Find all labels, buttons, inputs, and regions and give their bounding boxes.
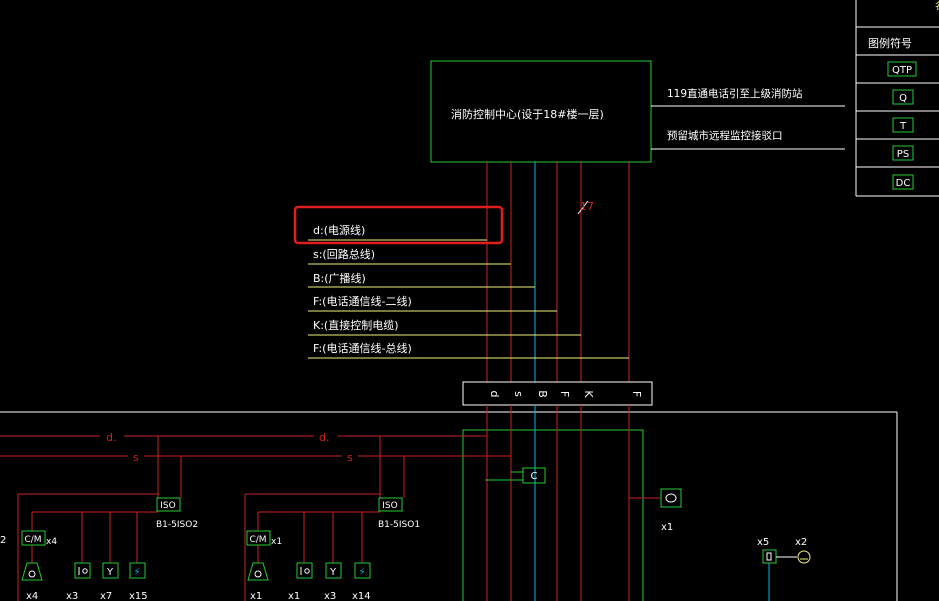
bus-tags: d. s d. s bbox=[100, 430, 358, 464]
cm-module-right bbox=[246, 530, 271, 546]
alarm-count: x2 bbox=[795, 537, 807, 548]
line-label-d: d:(电源线) bbox=[313, 223, 365, 237]
iso-module-left-name: B1-5ISO2 bbox=[156, 520, 198, 530]
trunk-lines bbox=[486, 162, 630, 382]
line-label-b: B:(广播线) bbox=[313, 271, 366, 285]
left-count-heat: x15 bbox=[129, 591, 148, 601]
speaker-icon bbox=[762, 549, 777, 564]
iso-module-right-label: ISO bbox=[382, 501, 397, 511]
left-count-smoke: x7 bbox=[100, 591, 112, 601]
alarm-bell-icon bbox=[797, 550, 811, 564]
right-count-heat: x14 bbox=[352, 591, 371, 601]
speaker-count: x5 bbox=[757, 537, 769, 548]
cm-module-left-count: x4 bbox=[46, 537, 57, 547]
legend-table bbox=[855, 0, 939, 197]
cm-module-right-count: x1 bbox=[271, 537, 282, 547]
control-module-label: C bbox=[531, 471, 538, 482]
right-count-hydrant: x1 bbox=[288, 591, 300, 601]
output-label-remote: 预留城市远程监控接驳口 bbox=[667, 129, 783, 142]
cm-module-left bbox=[21, 530, 46, 546]
line-labels: d:(电源线) s:(回路总线) B:(广播线) F:(电话通信线-二线) K:… bbox=[308, 223, 629, 359]
iso-module-left-label: ISO bbox=[160, 501, 175, 511]
manual-alarm-icon bbox=[21, 562, 43, 581]
right-floor-group: ISO B1-5ISO1 C/M x1 Y ⚡ x1 x1 x3 x14 bbox=[244, 436, 420, 601]
bus-tag-d-right: d. bbox=[319, 431, 329, 444]
right-count-smoke: x3 bbox=[324, 591, 336, 601]
left-partial-count: 2 bbox=[0, 535, 6, 546]
svg-text:Y: Y bbox=[329, 567, 337, 578]
building-frame bbox=[0, 411, 898, 601]
bus-letters: d s B F K F bbox=[488, 390, 643, 398]
phone-jack-count: x1 bbox=[661, 522, 673, 533]
iso-module-right bbox=[378, 497, 403, 512]
svg-text:⚡: ⚡ bbox=[358, 567, 365, 578]
line-label-f1: F:(电话通信线-二线) bbox=[313, 294, 412, 308]
trunk-slash bbox=[577, 200, 589, 215]
bus-letter-b: B bbox=[536, 390, 549, 398]
legend-symbol-ps: PS bbox=[892, 145, 914, 161]
floor-buses bbox=[0, 435, 511, 457]
bus-tag-s-left: s bbox=[133, 451, 139, 464]
hydrant-button-icon bbox=[74, 562, 91, 579]
legend-symbol-dc: DC bbox=[892, 174, 914, 190]
line-label-s: s:(回路总线) bbox=[313, 247, 375, 261]
legend-symbol-q: Q bbox=[892, 89, 914, 105]
legend-symbol-qtp: QTP bbox=[887, 61, 917, 77]
right-count-manual: x1 bbox=[250, 591, 262, 601]
control-center-label: 消防控制中心(设于18#楼一层) bbox=[451, 107, 604, 121]
phone-jack: x1 bbox=[660, 488, 682, 533]
legend-symbol-t-label: T bbox=[899, 121, 907, 132]
speaker-alarm-group: x5 x2 bbox=[757, 537, 811, 601]
iso-module-left bbox=[156, 497, 181, 512]
legend-symbol-qtp-label: QTP bbox=[892, 65, 912, 76]
bus-tag-d-left: d. bbox=[106, 431, 116, 444]
heat-detector-icon: ⚡ bbox=[129, 562, 146, 579]
smoke-detector-icon: Y bbox=[102, 562, 119, 579]
bus-letter-f2: F bbox=[630, 391, 643, 397]
legend-top-char: 名 bbox=[935, 0, 939, 12]
highlight-box bbox=[293, 205, 504, 245]
iso-module-right-name: B1-5ISO1 bbox=[378, 520, 420, 530]
left-floor-group: ISO B1-5ISO2 2 C/M x4 Y ⚡ x4 x3 x7 x15 bbox=[0, 436, 198, 601]
cm-module-left-label: C/M bbox=[24, 535, 41, 545]
smoke-detector-icon: Y bbox=[325, 562, 342, 579]
control-module: C bbox=[485, 467, 546, 484]
line-label-k: K:(直接控制电缆) bbox=[313, 318, 399, 332]
legend-symbol-t: T bbox=[892, 117, 914, 133]
control-center-box bbox=[430, 60, 652, 163]
hydrant-button-icon bbox=[296, 562, 313, 579]
output-label-119: 119直通电话引至上级消防站 bbox=[667, 87, 803, 100]
legend-symbol-dc-label: DC bbox=[896, 178, 911, 189]
cm-module-right-label: C/M bbox=[249, 535, 266, 545]
left-count-manual: x4 bbox=[26, 591, 38, 601]
bus-letter-f1: F bbox=[558, 391, 571, 397]
bus-tag-s-right: s bbox=[347, 451, 353, 464]
bus-letter-k: K bbox=[582, 390, 595, 398]
manual-alarm-icon bbox=[247, 562, 269, 581]
bus-letter-d: d bbox=[488, 391, 501, 398]
svg-text:Y: Y bbox=[106, 567, 114, 578]
svg-text:⚡: ⚡ bbox=[133, 567, 140, 578]
legend-symbol-q-label: Q bbox=[899, 93, 907, 104]
line-label-f2: F:(电话通信线-总线) bbox=[313, 341, 412, 355]
lower-trunks bbox=[486, 405, 661, 601]
legend-symbol-ps-label: PS bbox=[897, 149, 909, 160]
annotation-17: 17 bbox=[580, 200, 594, 213]
legend-header: 图例符号 bbox=[868, 36, 912, 50]
bus-letter-s: s bbox=[512, 391, 525, 397]
floor-panel bbox=[462, 429, 644, 601]
heat-detector-icon: ⚡ bbox=[354, 562, 371, 579]
left-count-hydrant: x3 bbox=[66, 591, 78, 601]
